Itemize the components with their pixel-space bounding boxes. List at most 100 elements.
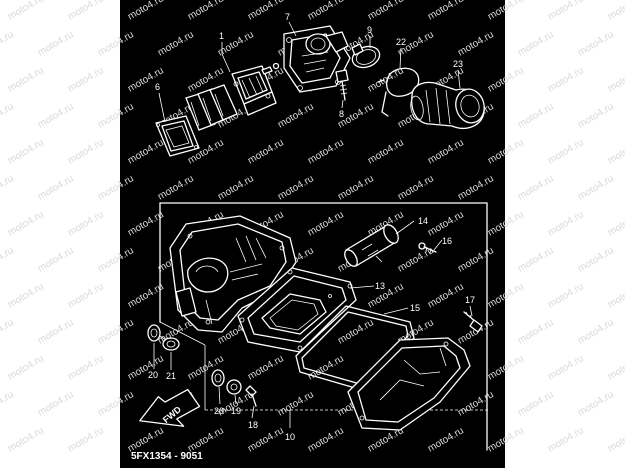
watermark-text: moto4.ru <box>96 29 136 58</box>
watermark-text: moto4.ru <box>6 281 46 310</box>
watermark-text: moto4.ru <box>36 29 76 58</box>
watermark-text: moto4.ru <box>96 101 136 130</box>
callout-13: 13 <box>375 281 385 291</box>
watermark-text: moto4.ru <box>606 137 625 166</box>
part-14-pipe <box>344 224 399 267</box>
watermark-text: moto4.ru <box>576 29 616 58</box>
watermark-text: moto4.ru <box>66 353 106 382</box>
callout-1: 1 <box>219 31 224 41</box>
watermark-text: moto4.ru <box>576 173 616 202</box>
watermark-text: moto4.ru <box>66 209 106 238</box>
watermark-text: moto4.ru <box>66 425 106 454</box>
watermark-text: moto4.ru <box>0 101 16 130</box>
callout-23: 23 <box>453 59 463 69</box>
watermark-text: moto4.ru <box>6 65 46 94</box>
watermark-text: moto4.ru <box>366 281 406 310</box>
watermark-text: moto4.ru <box>0 29 16 58</box>
fwd-arrow: FWD <box>139 388 201 427</box>
callout-8: 8 <box>339 109 344 119</box>
watermark-text: moto4.ru <box>606 65 625 94</box>
watermark-text: moto4.ru <box>516 101 556 130</box>
callout-20-bottom: 20 <box>214 406 224 416</box>
watermark-text: moto4.ru <box>186 0 226 23</box>
watermark-text: moto4.ru <box>66 137 106 166</box>
watermark-text: moto4.ru <box>516 29 556 58</box>
watermark-text: moto4.ru <box>6 425 46 454</box>
part-8-bolt <box>335 69 349 101</box>
callout-20-left: 20 <box>148 370 158 380</box>
callout-15: 15 <box>410 303 420 313</box>
watermark-text: moto4.ru <box>66 65 106 94</box>
watermark-text: moto4.ru <box>126 137 166 166</box>
watermark-text: moto4.ru <box>276 173 316 202</box>
part-1-reed-block <box>231 65 277 116</box>
callout-10: 10 <box>285 432 295 442</box>
watermark-text: moto4.ru <box>426 0 466 23</box>
watermark-text: moto4.ru <box>546 65 586 94</box>
watermark-text: moto4.ru <box>6 209 46 238</box>
watermark-text: moto4.ru <box>66 281 106 310</box>
watermark-text: moto4.ru <box>576 101 616 130</box>
callout-labels: 1 6 7 8 9 22 23 14 16 13 15 17 20 21 20 … <box>148 12 475 442</box>
watermark-text: moto4.ru <box>516 173 556 202</box>
callout-14: 14 <box>418 216 428 226</box>
watermark-text: moto4.ru <box>0 245 16 274</box>
watermark-text: moto4.ru <box>246 0 286 23</box>
watermark-text: moto4.ru <box>486 137 526 166</box>
watermark-text: moto4.ru <box>96 317 136 346</box>
watermark-text: moto4.ru <box>396 173 436 202</box>
part-airbox-housing <box>169 215 297 333</box>
part-13-element-plate <box>237 267 357 353</box>
watermark-text: moto4.ru <box>576 317 616 346</box>
watermark-text: moto4.ru <box>546 353 586 382</box>
leader-lines <box>153 21 473 419</box>
watermark-text: moto4.ru <box>276 389 316 418</box>
watermark-text: moto4.ru <box>426 425 466 454</box>
watermark-text: moto4.ru <box>36 245 76 274</box>
watermark-text: moto4.ru <box>156 173 196 202</box>
watermark-text: moto4.ru <box>0 173 16 202</box>
watermark-text: moto4.ru <box>216 173 256 202</box>
watermark-text: moto4.ru <box>456 389 496 418</box>
part-6-gasket <box>155 115 200 157</box>
watermark-text: moto4.ru <box>486 209 526 238</box>
watermark-text: moto4.ru <box>606 425 625 454</box>
part-screws-small <box>261 62 280 75</box>
watermark-text: moto4.ru <box>576 389 616 418</box>
part-20-21-left <box>147 324 180 351</box>
watermark-text: moto4.ru <box>516 317 556 346</box>
watermark-text: moto4.ru <box>306 0 346 23</box>
watermark-text: moto4.ru <box>36 101 76 130</box>
watermark-text: moto4.ru <box>486 0 526 23</box>
watermark-text: moto4.ru <box>6 0 46 23</box>
part-reed-petals <box>185 84 238 131</box>
watermark-text: moto4.ru <box>546 425 586 454</box>
watermark-text: moto4.ru <box>486 353 526 382</box>
watermark-text: moto4.ru <box>36 389 76 418</box>
part-20-19-18-bottom <box>211 369 257 407</box>
callout-22: 22 <box>396 37 406 47</box>
watermark-text: moto4.ru <box>606 353 625 382</box>
watermark-text: moto4.ru <box>126 353 166 382</box>
watermark-text: moto4.ru <box>606 0 625 23</box>
part-7-intake-manifold <box>283 25 351 93</box>
part-airbox-cover <box>347 337 471 431</box>
watermark-text: moto4.ru <box>246 137 286 166</box>
callout-19: 19 <box>231 406 241 416</box>
watermark-text: moto4.ru <box>426 137 466 166</box>
watermark-text: moto4.ru <box>306 137 346 166</box>
watermark-text: moto4.ru <box>366 65 406 94</box>
part-16-screw <box>418 242 437 254</box>
lower-assembly-frame <box>159 202 488 451</box>
watermark-text: moto4.ru <box>546 209 586 238</box>
callout-17: 17 <box>465 295 475 305</box>
watermark-text: moto4.ru <box>456 29 496 58</box>
watermark-text: moto4.ru <box>0 389 16 418</box>
watermark-text: moto4.ru <box>546 281 586 310</box>
watermark-text: moto4.ru <box>486 65 526 94</box>
watermark-text: moto4.ru <box>6 137 46 166</box>
watermark-text: moto4.ru <box>366 0 406 23</box>
watermark-text: moto4.ru <box>546 0 586 23</box>
